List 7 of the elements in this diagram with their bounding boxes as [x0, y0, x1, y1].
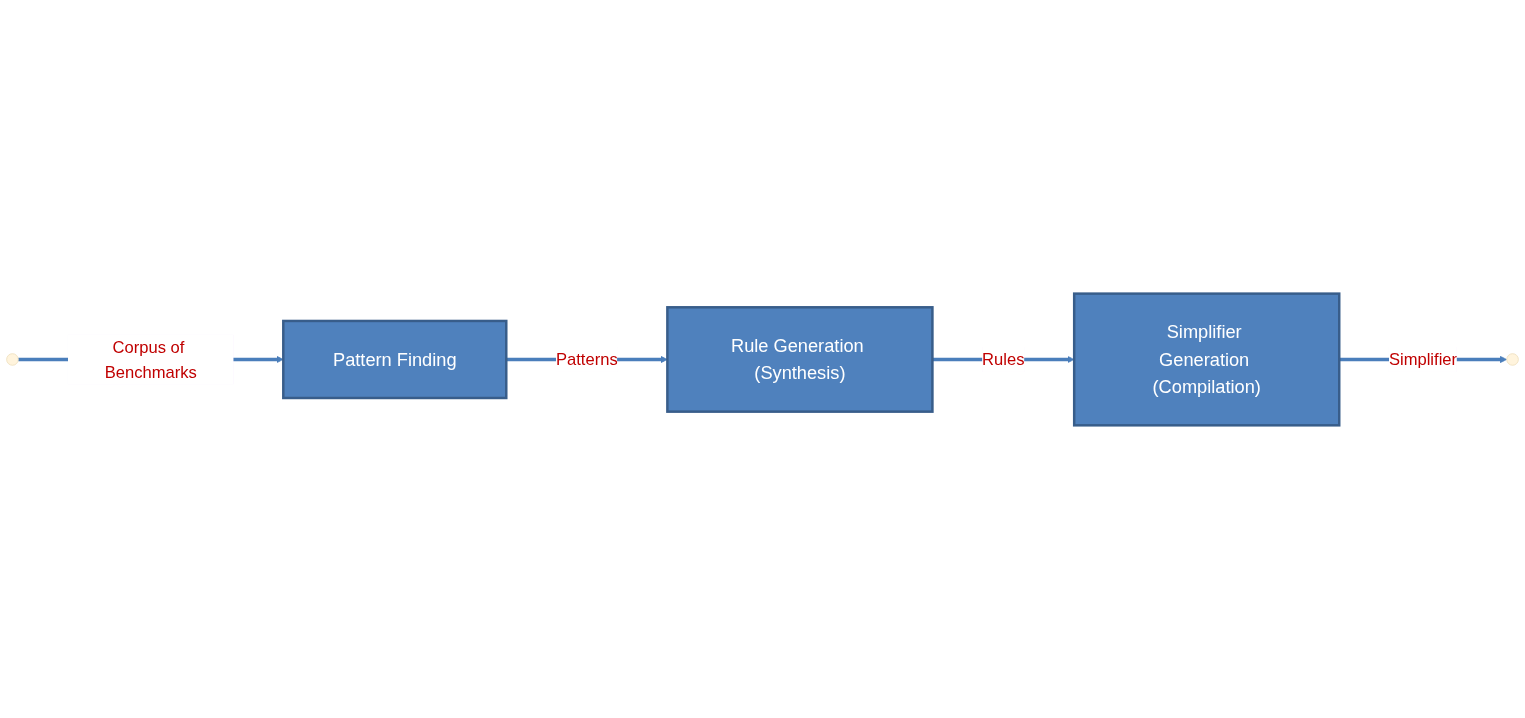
edge-label: Patterns — [555, 349, 618, 369]
node-box: Rule Generation (Synthesis) — [666, 305, 934, 413]
node-box: Simplifier Generation (Compilation) — [1072, 291, 1341, 427]
edge-label: Rules — [982, 349, 1025, 369]
edge-label: Corpus of Benchmarks — [104, 337, 197, 381]
node-box: Pattern Finding — [282, 319, 508, 399]
edge-label: Simplifier — [1388, 349, 1458, 369]
